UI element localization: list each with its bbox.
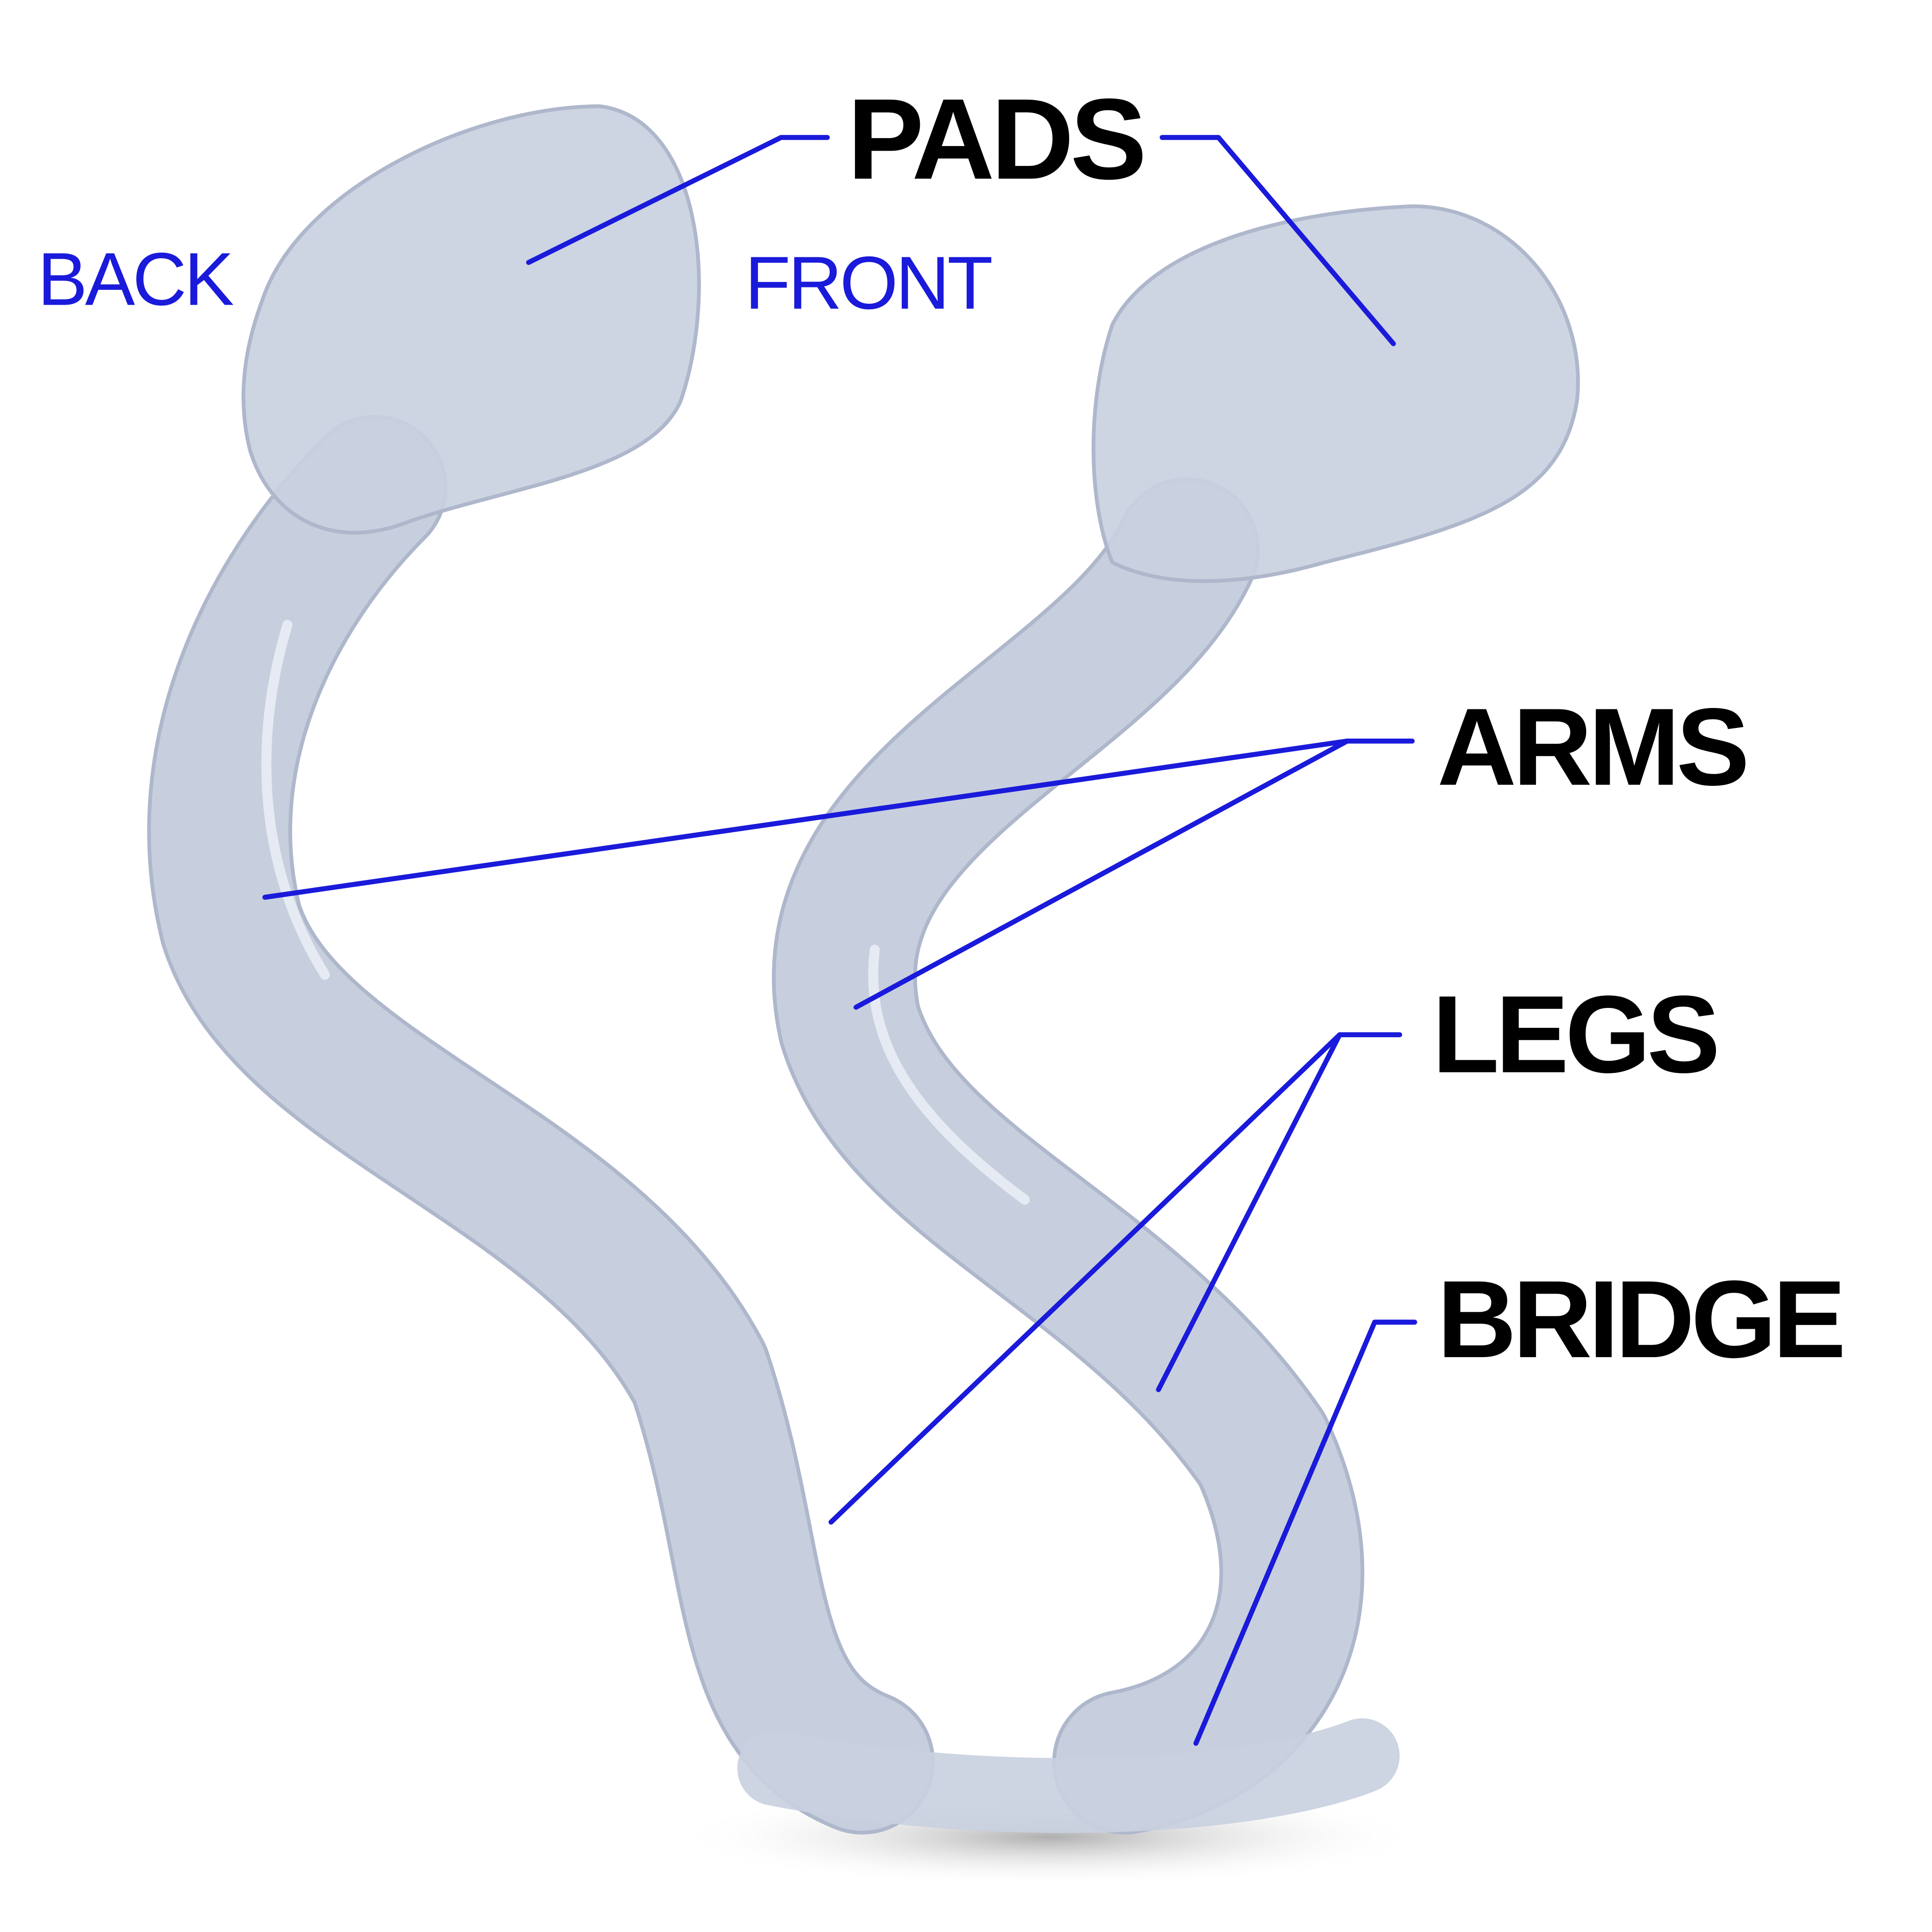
- legs-leader-front: [1156, 1032, 1342, 1392]
- back-pad: [242, 104, 701, 535]
- pads-leader-front: [1160, 135, 1396, 346]
- front-pad: [1091, 204, 1580, 583]
- label-bridge: BRIDGE: [1437, 1258, 1843, 1381]
- label-front: FRONT: [745, 242, 992, 325]
- label-back: BACK: [38, 238, 234, 321]
- label-pads: PADS: [847, 75, 1143, 203]
- arms-leader-front: [853, 738, 1350, 1010]
- pads-leader-back: [526, 135, 830, 265]
- bridge-leader: [1193, 1320, 1417, 1746]
- back-nose-pad: [147, 104, 935, 1835]
- bridge-shape: [737, 1718, 1400, 1833]
- front-nose-pad: [772, 204, 1580, 1835]
- label-legs: LEGS: [1432, 973, 1716, 1096]
- label-arms: ARMS: [1437, 686, 1746, 809]
